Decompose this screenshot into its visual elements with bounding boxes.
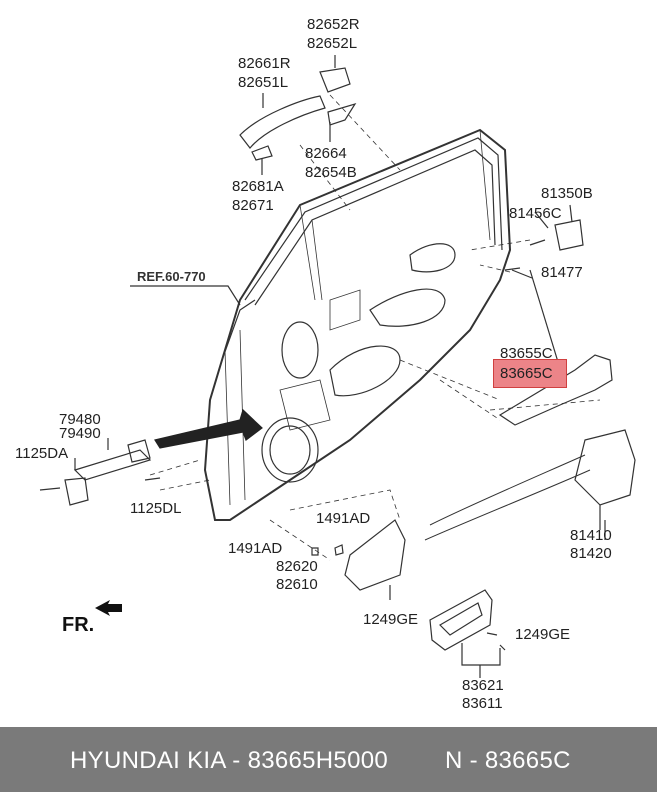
door-drawing — [39, 55, 636, 678]
label-81477: 81477 — [541, 264, 583, 281]
label-82610: 82610 — [276, 576, 318, 593]
speaker-hole — [261, 417, 319, 483]
outside-handle — [239, 95, 326, 149]
label-82664: 82664 — [305, 145, 347, 162]
label-83621: 83621 — [462, 677, 504, 694]
ref-leader — [130, 285, 241, 306]
label-81456C: 81456C — [509, 205, 562, 222]
assembly-arrow — [154, 408, 263, 449]
label-83611: 83611 — [462, 695, 503, 712]
handle-cover — [319, 67, 351, 93]
door-parts-diagram — [39, 55, 636, 678]
label-82661R: 82661R — [238, 55, 291, 72]
front-direction-label: FR. — [62, 614, 95, 636]
inside-handle — [344, 519, 406, 591]
label-81420: 81420 — [570, 545, 612, 562]
label-79490: 79490 — [59, 425, 101, 442]
label-82652L: 82652L — [307, 35, 358, 52]
label-82681A: 82681A — [232, 178, 284, 195]
label-1491AD-lower: 1491AD — [228, 540, 283, 557]
ref-label: REF.60-770 — [137, 269, 206, 284]
latch-module — [498, 354, 613, 426]
label-81350B: 81350B — [541, 185, 593, 202]
label-82651L: 82651L — [238, 74, 289, 91]
label-82654B: 82654B — [305, 164, 357, 181]
label-82652R: 82652R — [307, 16, 360, 33]
gasket — [327, 102, 357, 126]
front-direction-arrow — [95, 600, 122, 616]
label-81410: 81410 — [570, 527, 612, 544]
label-82671: 82671 — [232, 197, 274, 214]
label-1491AD-upper: 1491AD — [316, 510, 371, 527]
striker — [554, 219, 584, 251]
label-1125DA: 1125DA — [15, 445, 69, 462]
footer-position-code: N - 83665C — [445, 747, 571, 774]
inside-handle-bezel — [429, 589, 493, 651]
label-83655C: 83655C — [500, 345, 553, 362]
label-82620: 82620 — [276, 558, 318, 575]
highlighted-part-marker — [493, 359, 567, 388]
label-1249GE-right: 1249GE — [515, 626, 571, 643]
label-79480: 79480 — [59, 411, 101, 428]
label-1125DL: 1125DL — [130, 500, 182, 517]
door-check — [73, 449, 152, 481]
label-83665C: 83665C — [500, 365, 553, 382]
footer-bar: HYUNDAI KIA - 83665H5000 N - 83665C — [0, 727, 657, 792]
label-1249GE-left: 1249GE — [363, 611, 419, 628]
door-latch — [574, 429, 636, 506]
footer-part-number: HYUNDAI KIA - 83665H5000 — [70, 747, 389, 774]
